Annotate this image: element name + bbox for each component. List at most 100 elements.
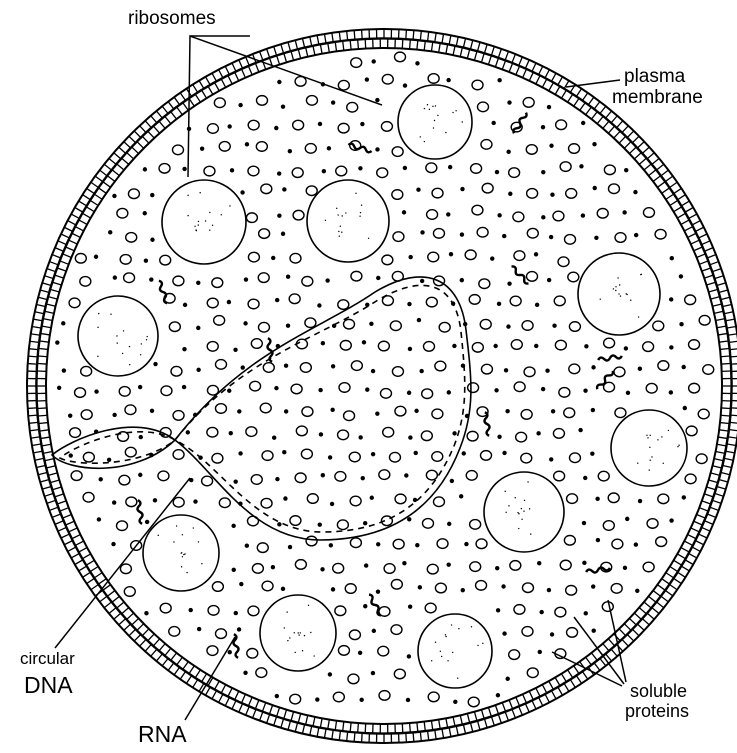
ribosome-speck [97, 356, 98, 357]
protein-particle [262, 451, 273, 461]
particle-dot [228, 650, 232, 654]
protein-particle [470, 520, 481, 530]
protein-particle [553, 211, 564, 221]
protein-particle [480, 319, 491, 329]
membrane-hatch [362, 30, 363, 39]
protein-particle [564, 408, 575, 418]
protein-particle [207, 646, 218, 656]
ribosome-speck [194, 226, 195, 227]
ribosome-speck [445, 636, 446, 637]
particle-dot [550, 193, 554, 197]
ribosome-speck [300, 632, 301, 633]
particle-dot [227, 389, 231, 393]
ribosome-speck [641, 274, 642, 275]
protein-particle [128, 189, 139, 199]
particle-dot [239, 582, 243, 586]
particle-dot [541, 387, 545, 391]
protein-particle [699, 315, 710, 325]
protein-particle [514, 251, 525, 261]
protein-particle [514, 382, 525, 392]
particle-dot [446, 562, 450, 566]
ribosome-speck [98, 313, 99, 314]
protein-particle [261, 498, 272, 508]
particle-dot [371, 671, 375, 675]
ribosome-speck [198, 224, 199, 225]
protein-particle [208, 606, 219, 616]
particle-dot [418, 585, 422, 589]
ribosome-speck [646, 435, 647, 436]
particle-dot [182, 347, 186, 351]
ribosome-speck [140, 354, 141, 355]
protein-particle [527, 272, 538, 282]
protein-particle [608, 184, 619, 194]
particle-dot [447, 522, 451, 526]
ribosome-speck [515, 497, 516, 498]
protein-particle [345, 584, 356, 594]
particle-dot [494, 388, 498, 392]
ribosomes-label: ribosomes [128, 8, 216, 29]
protein-particle [251, 339, 262, 349]
protein-particle [80, 277, 91, 287]
particle-dot [449, 252, 453, 256]
particle-dot [550, 632, 554, 636]
particle-dot [508, 192, 512, 196]
particle-dot [669, 297, 673, 301]
membrane-hatch [350, 41, 351, 50]
membrane-hatch [28, 415, 37, 416]
ribosome-speck [201, 563, 202, 564]
ribosome-speck [340, 225, 341, 226]
protein-particle [425, 603, 436, 613]
protein-particle [250, 381, 261, 391]
protein-particle [602, 602, 613, 612]
protein-particle [207, 342, 218, 352]
ribosome-speck [668, 430, 669, 431]
ribosome [307, 180, 389, 262]
particle-dot [233, 479, 237, 483]
particle-dot [497, 435, 501, 439]
ribosome-speck [355, 193, 356, 194]
protein-particle [510, 561, 521, 571]
protein-particle [83, 452, 94, 462]
particle-dot [97, 517, 101, 521]
protein-particle [169, 322, 180, 332]
protein-particle [510, 296, 521, 306]
particle-dot [196, 326, 200, 330]
particle-dot [634, 233, 638, 237]
protein-particle [658, 361, 669, 371]
protein-particle [565, 235, 576, 245]
particle-dot [200, 146, 204, 150]
protein-particle [513, 212, 524, 222]
particle-dot [408, 435, 412, 439]
protein-particle [477, 227, 488, 237]
protein-particle [643, 562, 654, 572]
ribosome-speck [445, 634, 446, 635]
ribosome-speck [297, 632, 298, 633]
particle-dot [94, 389, 98, 393]
particle-dot [581, 121, 585, 125]
particle-dot [112, 413, 116, 417]
ribosome-speck [649, 460, 650, 461]
protein-particle [437, 539, 448, 549]
protein-particle [379, 691, 390, 701]
protein-particle [350, 538, 361, 548]
ribosome-speck [440, 651, 441, 652]
ribosome-speck [176, 525, 177, 526]
membrane-hatch [28, 408, 37, 409]
particle-dot [535, 303, 539, 307]
particle-dot [318, 122, 322, 126]
particle-dot [452, 344, 456, 348]
particle-dot [359, 698, 363, 702]
particle-dot [622, 210, 626, 214]
ribosome [398, 85, 472, 159]
protein-particle [468, 697, 479, 707]
particle-dot [420, 279, 424, 283]
protein-particle [481, 140, 492, 150]
protein-particle [421, 431, 432, 441]
protein-particle [435, 361, 446, 371]
protein-particle [555, 340, 566, 350]
protein-particle [611, 584, 622, 594]
protein-particle [291, 384, 302, 394]
ribosome-speck [452, 112, 453, 113]
particle-dot [446, 78, 450, 82]
particle-dot [149, 277, 153, 281]
